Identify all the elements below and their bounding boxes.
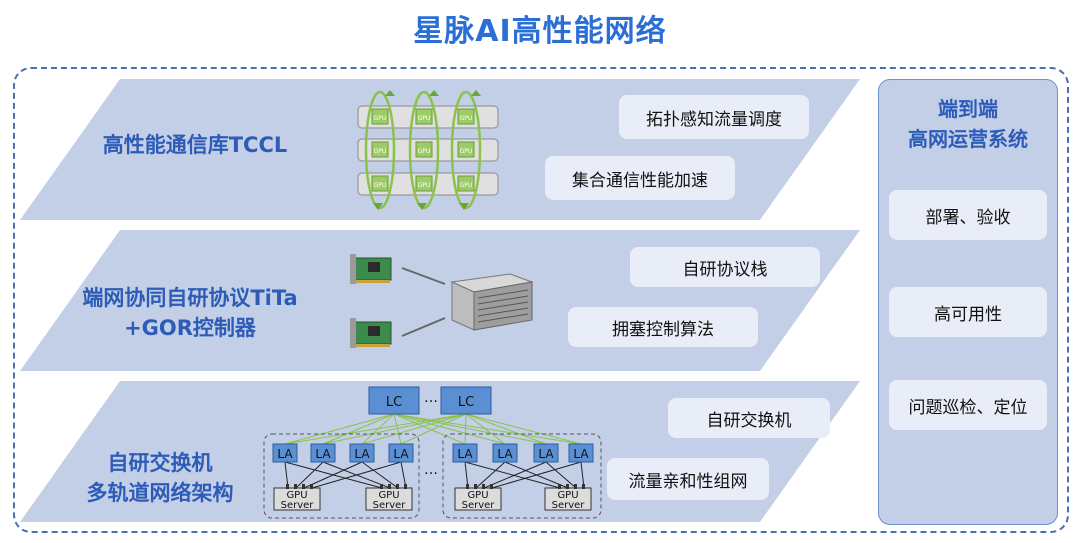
ring-arrow: [450, 90, 482, 210]
gpu-server: GPU Server: [454, 484, 502, 511]
nic-link-top: [401, 267, 446, 285]
gpu-server-label-line1: GPU: [378, 490, 399, 501]
la-node: [533, 443, 559, 463]
nic-card-top: [350, 254, 392, 284]
arrowhead-icon: [429, 90, 439, 96]
gpu-chip: [371, 141, 389, 158]
la-node: [310, 443, 336, 463]
gpu-chip-label: GPU: [460, 115, 473, 122]
layer-label-protocol-line2: +GOR控制器: [124, 316, 256, 340]
pod-frame-left: [263, 433, 420, 519]
lc-node-label: LC: [386, 395, 402, 410]
ring-arrow: [364, 90, 396, 210]
gpu-rack-illustration: GPU GPU GPU GPU GPU GPU GPU GPU GPU: [357, 90, 499, 210]
pill-topology-scheduling: 拓扑感知流量调度: [619, 95, 809, 139]
gpu-server-label-line1: GPU: [557, 490, 578, 501]
la-node: [388, 443, 414, 463]
layer-label-protocol-line1: 端网协同自研协议TiTa: [82, 286, 298, 310]
la-node-label: LA: [315, 447, 331, 461]
pod-frame-right: [442, 433, 602, 519]
gpu-server-label-line2: Server: [552, 500, 586, 511]
lc-node-label: LC: [458, 395, 474, 410]
gpu-chip: [415, 141, 433, 158]
nic-link-bottom: [401, 317, 446, 337]
layer-label-switch: 自研交换机 多轨道网络架构: [60, 448, 260, 508]
pill-collective-acceleration: 集合通信性能加速: [545, 156, 735, 200]
layer-label-tccl: 高性能通信库TCCL: [102, 133, 288, 157]
right-item-deploy: 部署、验收: [889, 190, 1047, 240]
gpu-chip-label: GPU: [374, 148, 387, 155]
lc-node: [440, 386, 492, 415]
ring-arrow: [408, 90, 440, 210]
page-title: 星脉AI高性能网络: [413, 14, 667, 49]
right-panel-title-line1: 端到端: [938, 97, 998, 121]
gpu-chip: [415, 175, 433, 192]
layer-label-switch-line2: 多轨道网络架构: [86, 481, 234, 505]
pill-self-developed-switch: 自研交换机: [668, 398, 830, 438]
switch-chassis-icon: [450, 273, 534, 331]
la-node-label: LA: [457, 447, 473, 461]
arrowhead-icon: [471, 90, 481, 96]
gpu-server: GPU Server: [273, 484, 321, 511]
arrowhead-icon: [385, 90, 395, 96]
gpu-server: GPU Server: [544, 484, 592, 511]
arrowhead-icon: [459, 203, 469, 210]
right-panel-title: 端到端 高网运营系统: [879, 94, 1057, 154]
gpu-chip-label: GPU: [374, 182, 387, 189]
gpu-chip: [415, 108, 433, 125]
gpu-chip-label: GPU: [418, 182, 431, 189]
gpu-server-label-line1: GPU: [286, 490, 307, 501]
la-node: [349, 443, 375, 463]
layer-label-protocol: 端网协同自研协议TiTa +GOR控制器: [55, 283, 325, 343]
la-node-label: LA: [538, 447, 554, 461]
right-item-availability: 高可用性: [889, 287, 1047, 337]
pill-protocol-stack: 自研协议栈: [630, 247, 820, 287]
right-panel-ops-system: 端到端 高网运营系统 部署、验收 高可用性 问题巡检、定位: [878, 79, 1058, 525]
gpu-chip-label: GPU: [374, 115, 387, 122]
nic-card-bottom: [350, 318, 392, 348]
gpu-chip: [457, 108, 475, 125]
layer-label-switch-line1: 自研交换机: [107, 451, 213, 475]
gpu-server-label-line1: GPU: [467, 490, 488, 501]
gpu-chip: [457, 175, 475, 192]
la-node-label: LA: [277, 447, 293, 461]
right-item-inspection: 问题巡检、定位: [889, 380, 1047, 430]
gpu-server: GPU Server: [365, 484, 413, 511]
gpu-server-label-line2: Server: [462, 500, 496, 511]
la-node-label: LA: [393, 447, 409, 461]
la-node-label: LA: [497, 447, 513, 461]
lc-node: [368, 386, 420, 415]
gpu-chip-label: GPU: [460, 148, 473, 155]
la-node: [568, 443, 594, 463]
la-node: [492, 443, 518, 463]
gpu-chip: [371, 175, 389, 192]
arrowhead-icon: [373, 203, 383, 210]
gpu-tray-row: GPU GPU GPU: [357, 138, 499, 162]
right-panel-title-line2: 高网运营系统: [908, 127, 1028, 151]
la-node: [452, 443, 478, 463]
gpu-server-label-line2: Server: [281, 500, 315, 511]
gpu-chip-label: GPU: [418, 115, 431, 122]
gpu-server-label-line2: Server: [373, 500, 407, 511]
la-node-label: LA: [573, 447, 589, 461]
gpu-chip: [371, 108, 389, 125]
la-node: [272, 443, 298, 463]
la-node-label: LA: [354, 447, 370, 461]
pill-traffic-affinity: 流量亲和性组网: [607, 458, 769, 500]
gpu-chip: [457, 141, 475, 158]
outer-dashed-frame: [13, 67, 1069, 533]
pod-ellipsis: …: [424, 462, 438, 478]
switch-topology: LC … LC LA LA LA LA LA LA LA LA …: [263, 386, 602, 519]
gpu-chip-label: GPU: [418, 148, 431, 155]
lc-ellipsis: …: [424, 390, 438, 406]
pill-congestion-control: 拥塞控制算法: [568, 307, 758, 347]
gpu-chip-label: GPU: [460, 182, 473, 189]
arrowhead-icon: [417, 203, 427, 210]
